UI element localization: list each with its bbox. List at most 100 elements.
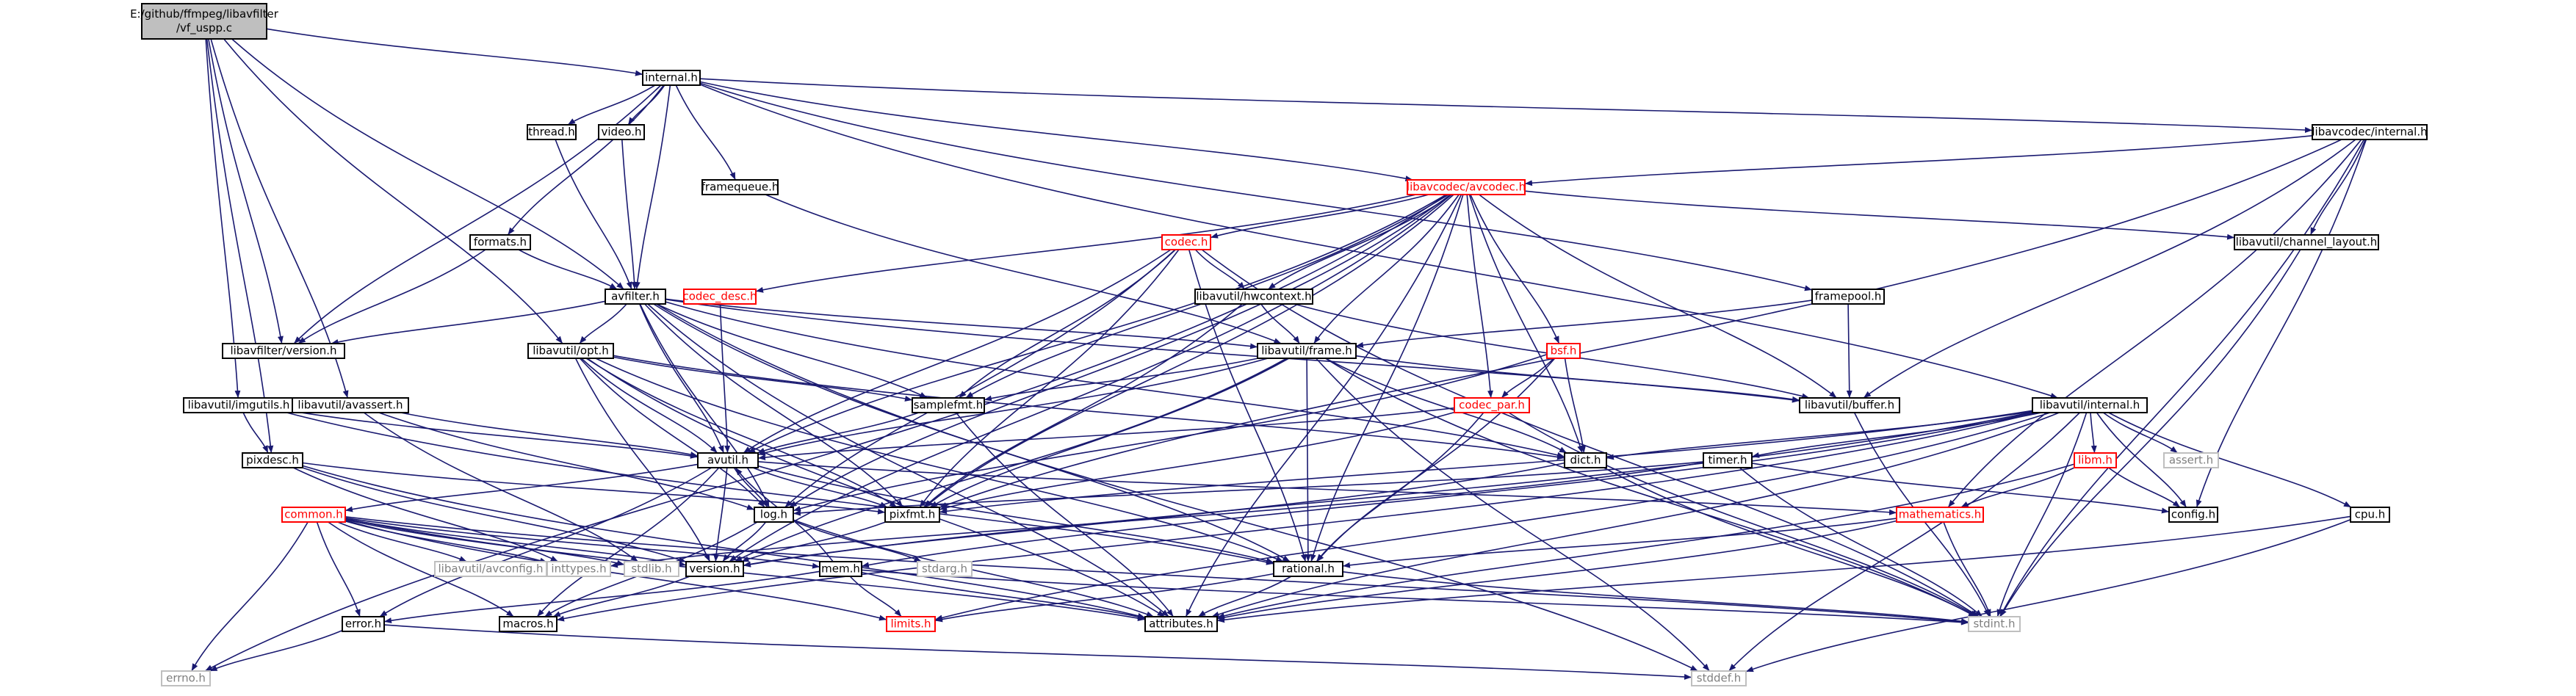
edge-root-to-pixdesc_h [206,38,274,454]
node-framepool-h[interactable]: framepool.h [1811,289,1885,305]
node-bsf-h[interactable]: bsf.h [1546,343,1581,359]
node-limits-h[interactable]: limits.h [886,616,936,632]
node-box [1691,670,1747,686]
edge-common_h-to-errno_h [191,521,309,672]
edge-codec_h-to-log_h [784,249,1176,508]
edge-common_h-to-avconfig_h [337,521,467,562]
node-avassert-h[interactable]: libavutil/avassert.h [292,397,409,413]
node-cpu-h[interactable]: cpu.h [2350,507,2390,523]
node-avconfig-h: libavutil/avconfig.h [434,561,547,577]
node-box [1968,616,2021,632]
node-box [292,397,409,413]
edge-internal_h-to-framequeue_h [675,84,736,181]
edge-avfilter_h-to-stddef_h [655,303,1698,672]
node-label: codec_desc.h [682,290,757,304]
node-common-h[interactable]: common.h [281,507,346,523]
node-box [2168,507,2218,523]
node-label: bsf.h [1551,344,1577,358]
node-box [242,452,303,468]
node-pixdesc-h[interactable]: pixdesc.h [242,452,303,468]
node-lavc-avcodec-h[interactable]: libavcodec/avcodec.h [1407,179,1526,195]
node-stddef-h: stddef.h [1691,670,1747,686]
edge-formats_h-to-lavfi_version_h [297,249,486,344]
node-box [1799,397,1900,413]
node-libm-h[interactable]: libm.h [2074,452,2117,468]
node-box [499,616,558,632]
edge-layer [191,28,2367,680]
node-timer-h[interactable]: timer.h [1703,452,1753,468]
node-mem-h[interactable]: mem.h [819,561,862,577]
node-label: libavutil/hwcontext.h [1196,290,1311,303]
node-lavu-internal-h[interactable]: libavutil/internal.h [2032,397,2148,413]
edge-buffer_h-to-stdint_h [1853,412,1991,617]
node-box [912,397,985,413]
node-buffer-h[interactable]: libavutil/buffer.h [1799,397,1900,413]
node-formats-h[interactable]: formats.h [469,234,531,250]
edge-libm_h-to-config_h [2108,467,2181,508]
node-box [701,179,779,195]
edge-lavu_internal_h-to-assert_h [2102,412,2179,454]
edge-opt_h-to-samplefmt_h [613,356,913,402]
node-samplefmt-h[interactable]: samplefmt.h [912,397,985,413]
node-video-h[interactable]: video.h [598,124,645,140]
node-opt-h[interactable]: libavutil/opt.h [527,343,614,359]
node-imgutils-h[interactable]: libavutil/imgutils.h [183,397,295,413]
edge-lavc_avcodec_h-to-avutil_h [747,194,1447,454]
edge-rational_h-to-stdint_h [1342,571,1969,625]
node-attributes-h[interactable]: attributes.h [1144,616,1218,632]
node-dict-h[interactable]: dict.h [1564,452,1607,468]
node-box [281,507,346,523]
node-label: libavutil/opt.h [533,344,609,358]
edge-opt_h-to-dict_h [613,355,1565,460]
node-stdint-h: stdint.h [1968,616,2021,632]
node-avutil-h[interactable]: avutil.h [697,452,759,468]
node-box [1703,452,1753,468]
edge-framepool_h-to-frame_h [1355,300,1813,348]
edge-lavc_avcodec_h-to-hwcontext_h [1267,194,1453,290]
edge-dict_h-to-version_h [743,462,1565,568]
node-label: libavutil/avconfig.h [439,562,544,576]
edge-hwcontext_h-to-pixfmt_h [923,303,1243,508]
node-label: log.h [760,508,787,521]
node-box [642,70,701,86]
node-channel-layout-h[interactable]: libavutil/channel_layout.h [2234,234,2379,250]
node-label: libavcodec/avcodec.h [1407,181,1526,194]
node-label: macros.h [502,617,553,631]
edge-common_h-to-mem_h [344,517,820,569]
node-config-h[interactable]: config.h [2168,507,2218,523]
node-version-h[interactable]: version.h [685,561,744,577]
edge-internal_h-to-lavc_avcodec_h [699,81,1413,182]
edge-lavc_avcodec_h-to-attributes_h [1185,194,1462,617]
node-box [1546,343,1581,359]
node-avfilter-h[interactable]: avfilter.h [605,289,666,305]
node-codec-desc-h[interactable]: codec_desc.h [682,289,757,305]
node-label: pixfmt.h [890,508,936,521]
node-hwcontext-h[interactable]: libavutil/hwcontext.h [1194,289,1313,305]
node-box [683,289,757,305]
node-label: stdint.h [1973,617,2015,631]
node-pixfmt-h[interactable]: pixfmt.h [884,507,940,523]
node-macros-h[interactable]: macros.h [499,616,558,632]
node-codec-h[interactable]: codec.h [1161,234,1211,250]
node-framequeue-h[interactable]: framequeue.h [701,179,779,195]
node-mathematics-h[interactable]: mathematics.h [1896,507,1984,523]
node-inttypes-h: inttypes.h [546,561,611,577]
node-lavfi-version-h[interactable]: libavfilter/version.h [222,343,345,359]
node-box [469,234,531,250]
node-rational-h[interactable]: rational.h [1273,561,1343,577]
node-frame-h[interactable]: libavutil/frame.h [1257,343,1357,359]
edge-lavc_internal_h-to-channel_layout_h [2309,139,2367,236]
node-error-h[interactable]: error.h [342,616,385,632]
edge-bsf_h-to-dict_h [1564,358,1587,454]
node-internal-h[interactable]: internal.h [642,70,701,86]
node-label: dict.h [1570,454,1601,467]
edge-lavc_avcodec_h-to-dict_h [1468,194,1583,454]
node-root[interactable]: E:/github/ffmpeg/libavfilter/vf_uspp.c [130,3,279,40]
node-lavc-internal-h[interactable]: libavcodec/internal.h [2312,124,2428,140]
edge-frame_h-to-stddef_h [1316,358,1710,672]
node-codec-par-h[interactable]: codec_par.h [1454,397,1530,413]
node-label: cpu.h [2355,508,2386,521]
node-log-h[interactable]: log.h [754,507,794,523]
edge-avfilter_h-to-pixfmt_h [644,303,903,508]
node-thread-h[interactable]: thread.h [527,124,577,140]
